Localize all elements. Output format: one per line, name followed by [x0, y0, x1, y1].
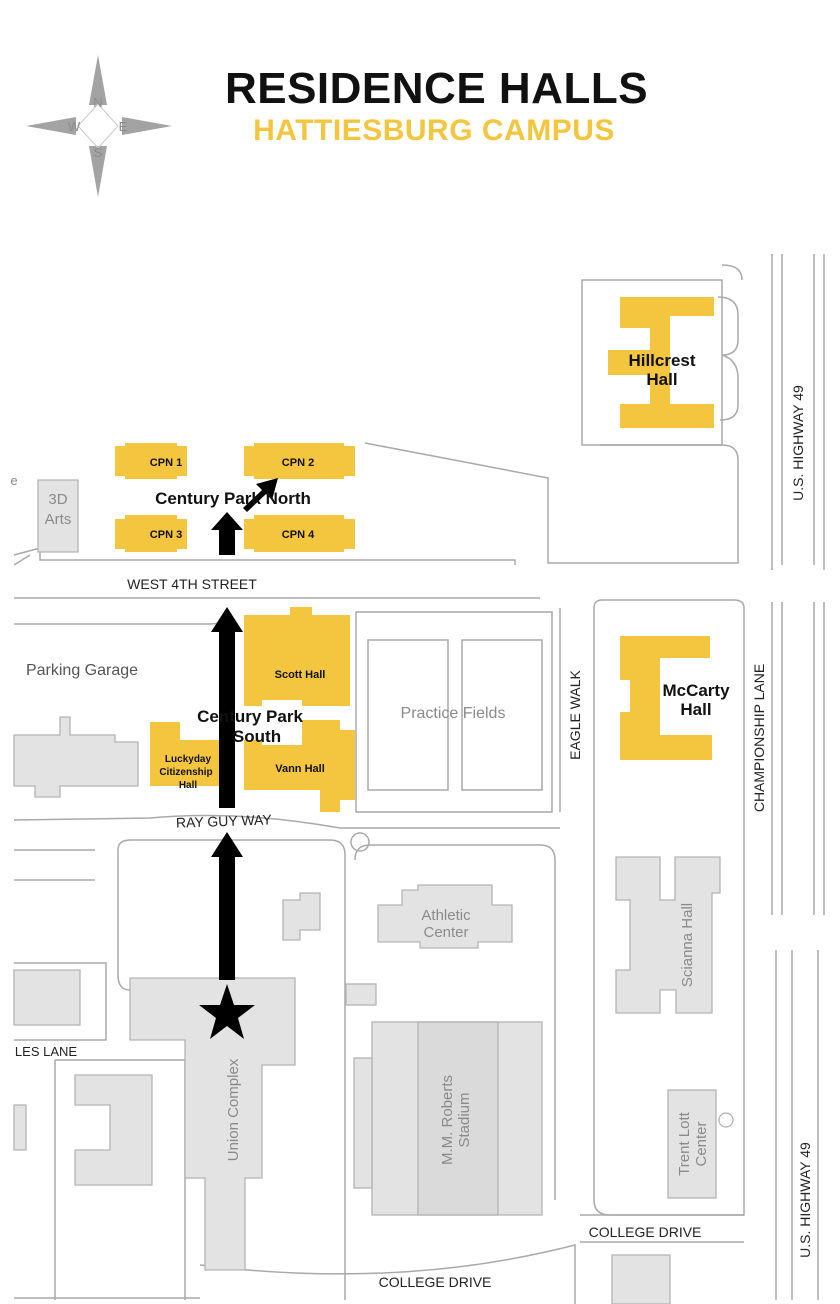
athletic-center-building [377, 884, 513, 949]
map-subtitle: HATTIESBURG CAMPUS [253, 114, 615, 147]
stadium-label-2: Stadium [456, 1092, 473, 1147]
century-park-south-label-1: Century Park [197, 707, 303, 726]
campus-buildings [13, 479, 734, 1304]
road-network [13, 254, 825, 1304]
cpn3-label: CPN 3 [150, 529, 182, 541]
eagle-walk-label: EAGLE WALK [567, 669, 583, 759]
practice-fields [355, 611, 553, 813]
mccarty-label-2: Hall [680, 700, 711, 719]
compass-w-label: W [68, 119, 81, 134]
west-4th-street-label: WEST 4TH STREET [127, 576, 257, 592]
route-segment-2 [219, 630, 235, 808]
west-building [13, 716, 139, 798]
hillcrest-label-1: Hillcrest [628, 351, 695, 370]
practice-fields-label: Practice Fields [401, 705, 506, 722]
stadium-field [417, 1021, 499, 1216]
scott-hall-label: Scott Hall [275, 669, 326, 681]
3d-arts-label-1: 3D [48, 491, 67, 508]
hillcrest-hall-building [608, 297, 714, 428]
us-highway-49-label-bottom: U.S. HIGHWAY 49 [797, 1142, 813, 1258]
championship-lane-label: CHAMPIONSHIP LANE [751, 664, 767, 812]
3d-arts-label-2: Arts [45, 511, 72, 528]
route-segment-3 [219, 528, 235, 555]
athletic-center-label-1: Athletic [421, 907, 471, 924]
route-path [199, 478, 278, 1039]
cpn3-building [115, 515, 187, 552]
route-arrow-2 [211, 607, 243, 632]
residence-halls [115, 297, 714, 812]
west-south-building [13, 969, 81, 1026]
luckyday-label-3: Hall [179, 780, 198, 791]
luckyday-label-2: Citizenship [159, 767, 212, 778]
small-round-building [282, 892, 321, 941]
luckyday-hall-building [150, 722, 230, 786]
cpn4-building [244, 515, 355, 552]
compass-e-label: E [119, 119, 128, 134]
map-title: RESIDENCE HALLS [224, 64, 649, 113]
cpn2-label: CPN 2 [282, 457, 314, 469]
century-park-north-label: Century Park North [155, 489, 311, 508]
lane-partial-label: LES LANE [15, 1044, 77, 1059]
compass-n-label: N [93, 95, 102, 110]
cpn4-label: CPN 4 [282, 529, 315, 541]
route-segment-1 [219, 855, 235, 980]
century-park-south-label-2: South [233, 727, 281, 746]
trent-lott-label-2: Center [693, 1121, 710, 1166]
south-building [611, 1254, 671, 1304]
3d-arts-building [37, 479, 79, 553]
athletic-center-label-2: Center [423, 924, 468, 941]
scianna-hall-building [615, 856, 721, 1014]
scianna-hall-label: Scianna Hall [679, 903, 696, 987]
stadium-side [353, 1057, 373, 1189]
union-complex-building [129, 977, 296, 1271]
start-star-icon [199, 984, 255, 1039]
ray-guy-way-label: RAY GUY WAY [176, 811, 273, 830]
route-arrow-3 [211, 512, 243, 530]
mccarty-hall-building [620, 636, 712, 760]
h-shaped-building [74, 1074, 153, 1186]
compass-s-label: S [94, 145, 103, 160]
college-drive-label-2: COLLEGE DRIVE [379, 1274, 492, 1290]
hillcrest-block-outline [581, 279, 723, 446]
trent-lott-circle [718, 1112, 734, 1128]
hillcrest-label-2: Hall [646, 370, 677, 389]
parking-garage-label: Parking Garage [26, 662, 138, 679]
route-arrow-4 [243, 478, 278, 512]
vann-hall-label: Vann Hall [275, 763, 325, 775]
scott-hall-building [244, 607, 350, 706]
trent-lott-label-1: Trent Lott [676, 1111, 693, 1175]
union-complex-label: Union Complex [225, 1058, 242, 1161]
edge-partial-label: e [10, 473, 17, 488]
compass-icon: N S E W [26, 55, 172, 197]
luckyday-label-1: Luckyday [165, 754, 212, 765]
edge-building [13, 1104, 27, 1151]
route-arrow-1 [211, 832, 243, 857]
cpn1-building [115, 443, 187, 479]
stadium-label-1: M.M. Roberts [439, 1075, 456, 1165]
college-drive-label-1: COLLEGE DRIVE [589, 1224, 702, 1240]
trent-lott-center-building [667, 1089, 717, 1199]
mccarty-label-1: McCarty [662, 681, 730, 700]
cpn2-building [244, 443, 355, 479]
small-box [345, 983, 377, 1006]
vann-hall-building [244, 720, 355, 812]
us-highway-49-label-top: U.S. HIGHWAY 49 [790, 385, 806, 501]
cpn1-label: CPN 1 [150, 457, 182, 469]
